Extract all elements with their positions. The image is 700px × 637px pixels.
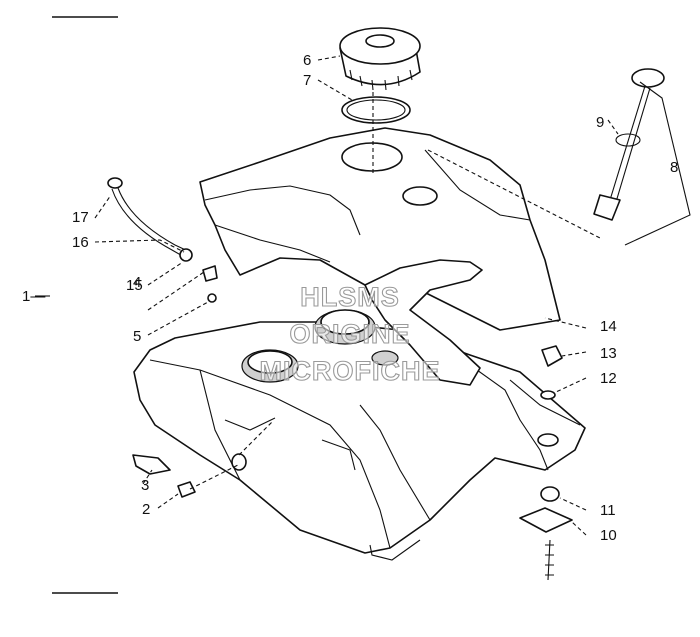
callout-5: 5 bbox=[133, 328, 141, 345]
watermark-line-3: MICROFICHE bbox=[260, 356, 441, 386]
gauge-oring bbox=[615, 133, 641, 147]
callout-6: 6 bbox=[303, 52, 311, 69]
callout-8: 8 bbox=[670, 159, 678, 176]
bracket-8 bbox=[624, 81, 691, 246]
callout-12: 12 bbox=[600, 370, 617, 387]
watermark-line-1: HLSMS bbox=[300, 282, 400, 312]
watermark-line-2: ORIGINE bbox=[289, 319, 410, 349]
watermark: HLSMS ORIGINE MICROFICHE bbox=[259, 281, 441, 386]
gauge-lead bbox=[427, 149, 601, 239]
tank-cover bbox=[199, 127, 561, 386]
callout-9: 9 bbox=[596, 114, 604, 131]
callout-15: 15 bbox=[126, 277, 143, 294]
callout-16: 16 bbox=[72, 234, 89, 251]
mount-hardware bbox=[519, 345, 573, 581]
callout-7: 7 bbox=[303, 72, 311, 89]
callout-11: 11 bbox=[600, 502, 616, 519]
callout-14: 14 bbox=[600, 318, 617, 335]
leader-lines bbox=[35, 55, 619, 536]
vent-hose bbox=[107, 177, 218, 303]
fuel-cap bbox=[339, 27, 421, 91]
callout-10: 10 bbox=[600, 527, 617, 544]
callouts: 1— 2 3 4 5 6 7 8 9 10 11 12 13 14 15 16 … bbox=[22, 52, 678, 544]
callout-17: 17 bbox=[72, 209, 89, 226]
callout-4: 4 bbox=[133, 274, 141, 291]
cap-gasket-inner bbox=[346, 99, 406, 121]
callout-1: 1— bbox=[22, 288, 45, 305]
cap-gasket bbox=[341, 96, 411, 124]
callout-13: 13 bbox=[600, 345, 617, 362]
callout-2: 2 bbox=[142, 501, 150, 518]
drain-fitting bbox=[132, 421, 273, 498]
callout-3: 3 bbox=[141, 477, 149, 494]
